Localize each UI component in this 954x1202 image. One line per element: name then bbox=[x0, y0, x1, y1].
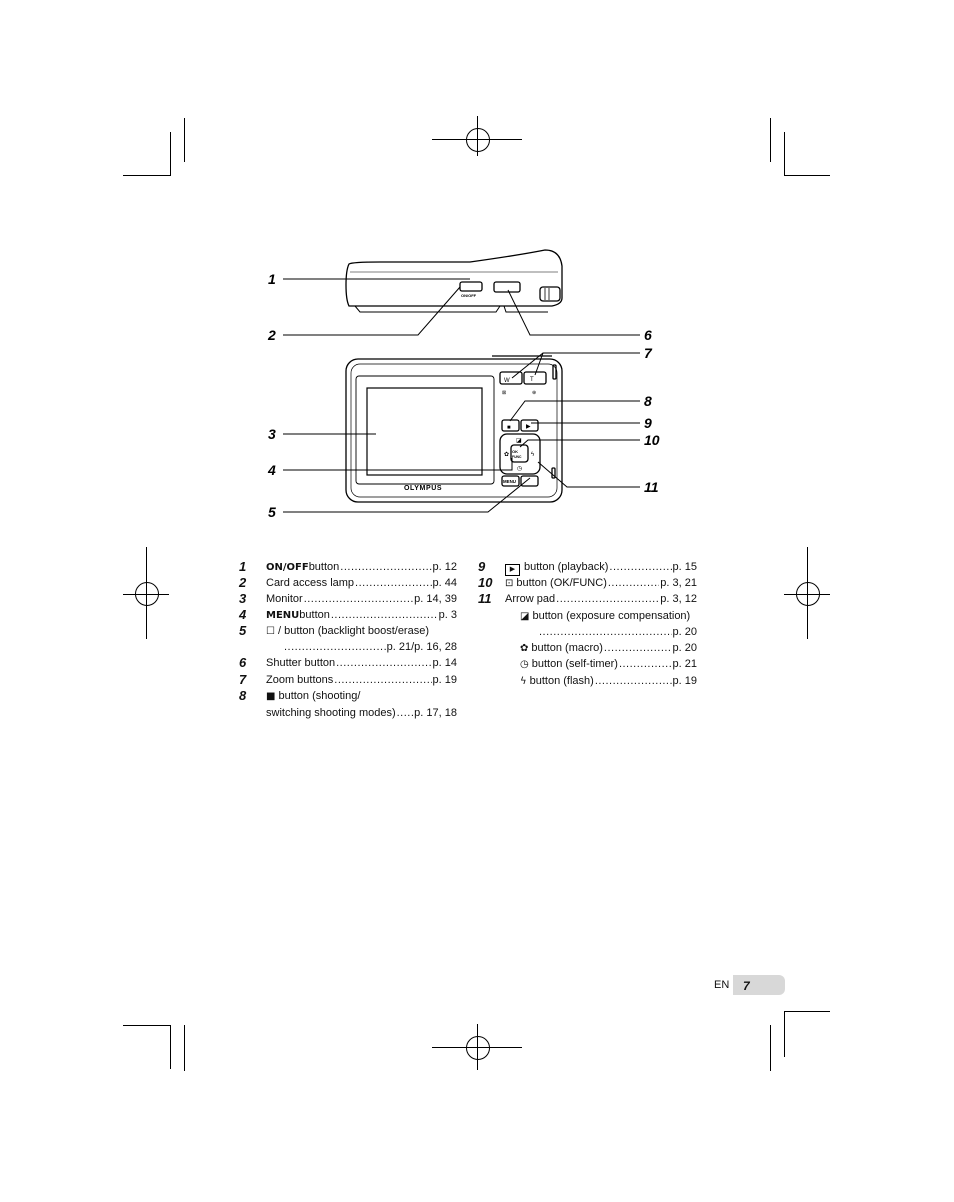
page-number-tab bbox=[733, 975, 785, 995]
callout-4: 4 bbox=[267, 462, 276, 478]
index-entry: Card access lampp. 44 bbox=[266, 576, 457, 590]
index-num: 6 bbox=[239, 655, 247, 670]
svg-text:W: W bbox=[504, 378, 510, 384]
leader-lines bbox=[283, 278, 640, 513]
callout-6: 6 bbox=[644, 327, 652, 343]
index-entry: Arrow padp. 3, 12 bbox=[505, 592, 697, 606]
index-num: 11 bbox=[478, 591, 492, 606]
index-entry: ✿button (macro)p. 20 bbox=[520, 641, 697, 656]
index-entry: Zoom buttonsp. 19 bbox=[266, 673, 457, 687]
ok-func-label: OK bbox=[512, 449, 518, 454]
index-num: 10 bbox=[478, 575, 493, 590]
svg-text:✿: ✿ bbox=[504, 451, 509, 458]
callout-numbers: 1 2 3 4 5 6 7 8 9 10 11 bbox=[267, 271, 660, 520]
index-num: 9 bbox=[478, 559, 486, 574]
index-entry-cont: switching shooting modes)p. 17, 18 bbox=[266, 706, 457, 720]
svg-text:T: T bbox=[530, 377, 534, 383]
index-num: 7 bbox=[239, 672, 247, 687]
index-entry: Shutter buttonp. 14 bbox=[266, 656, 457, 670]
callout-3: 3 bbox=[268, 426, 276, 442]
callout-2: 2 bbox=[267, 327, 276, 343]
callout-10: 10 bbox=[644, 432, 660, 448]
index-entry: MENU buttonp. 3 bbox=[266, 608, 457, 623]
camera-diagram: ON/OFF OLYMPUS OK FUNC MENU W T ■ ▶ ◪ ✿ … bbox=[267, 249, 660, 520]
menu-label: MENU bbox=[503, 479, 516, 484]
page-number: 7 bbox=[743, 979, 750, 993]
index-num: 3 bbox=[239, 591, 247, 606]
playback-icon: ▶ bbox=[505, 564, 520, 576]
self-timer-icon: ◷ bbox=[520, 659, 529, 670]
index-entry: ☐/ button (backlight boost/erase) bbox=[266, 625, 429, 637]
brand-logo: OLYMPUS bbox=[404, 485, 442, 492]
index-num: 2 bbox=[239, 575, 247, 590]
index-num: 1 bbox=[239, 559, 247, 574]
svg-text:⊠: ⊠ bbox=[502, 390, 506, 396]
svg-text:▶: ▶ bbox=[526, 424, 531, 430]
callout-7: 7 bbox=[644, 345, 653, 361]
camera-icon: ■ bbox=[266, 691, 276, 702]
callout-9: 9 bbox=[644, 415, 652, 431]
callout-5: 5 bbox=[268, 504, 276, 520]
svg-text:■: ■ bbox=[507, 425, 511, 431]
index-num: 4 bbox=[239, 607, 247, 622]
svg-text:ϟ: ϟ bbox=[531, 452, 535, 458]
index-num: 8 bbox=[239, 688, 247, 703]
svg-text:◷: ◷ bbox=[517, 466, 522, 472]
backlight-icon: ☐ bbox=[266, 626, 275, 637]
language-label: EN bbox=[714, 979, 730, 991]
callout-8: 8 bbox=[644, 393, 652, 409]
callout-1: 1 bbox=[268, 271, 276, 287]
onoff-label: ON/OFF bbox=[461, 293, 477, 298]
svg-text:FUNC: FUNC bbox=[512, 455, 522, 459]
svg-text:◪: ◪ bbox=[516, 438, 522, 444]
index-entry: ◷button (self-timer)p. 21 bbox=[520, 657, 697, 672]
camera-top-view bbox=[345, 249, 563, 313]
index-entry: ▶button (playback)p. 15 bbox=[505, 560, 697, 576]
index-num: 5 bbox=[239, 623, 247, 638]
camera-back-view bbox=[345, 355, 563, 503]
index-entry: ■button (shooting/ bbox=[266, 690, 361, 702]
index-entry: Monitorp. 14, 39 bbox=[266, 592, 457, 606]
index-entry-cont: p. 21/p. 16, 28 bbox=[283, 640, 457, 654]
index-entry: ◪button (exposure compensation) bbox=[520, 610, 691, 622]
ok-func-icon: ⊡ bbox=[505, 578, 514, 589]
exposure-compensation-icon: ◪ bbox=[520, 611, 530, 622]
index-entry-cont: p. 20 bbox=[538, 625, 697, 639]
callout-11: 11 bbox=[644, 479, 659, 495]
index-entry: ON/OFF buttonp. 12 bbox=[266, 560, 457, 575]
flash-icon: ϟ bbox=[520, 676, 527, 687]
svg-text:⊕: ⊕ bbox=[532, 390, 536, 396]
macro-icon: ✿ bbox=[520, 643, 529, 654]
index-entry: ⊡button (OK/FUNC)p. 3, 21 bbox=[505, 576, 697, 591]
